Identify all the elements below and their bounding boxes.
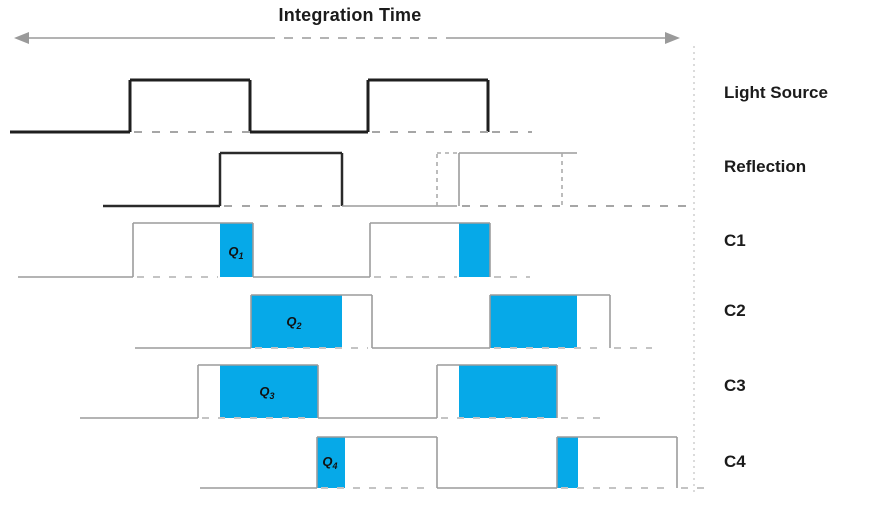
row-label-c1: C1 xyxy=(724,231,746,250)
charge-fill xyxy=(220,223,253,277)
row-label-reflection: Reflection xyxy=(724,157,807,176)
charge-fill xyxy=(251,295,342,348)
charge-fill xyxy=(459,365,557,418)
charge-fill xyxy=(459,223,490,277)
charge-label-q2: Q2 xyxy=(286,314,301,331)
arrowhead-icon xyxy=(665,32,680,44)
arrowhead-icon xyxy=(14,32,29,44)
charge-label-q3: Q3 xyxy=(259,384,274,401)
charge-fill xyxy=(557,437,578,488)
row-label-c2: C2 xyxy=(724,301,746,320)
charge-fill xyxy=(490,295,577,348)
charge-label-q4: Q4 xyxy=(322,454,337,471)
row-label-c3: C3 xyxy=(724,376,746,395)
charge-label-q1: Q1 xyxy=(228,244,243,261)
integration-time-label: Integration Time xyxy=(278,5,422,25)
row-label-c4: C4 xyxy=(724,452,746,471)
row-label-light-source: Light Source xyxy=(724,83,828,102)
charge-fill xyxy=(317,437,345,488)
charge-fill xyxy=(220,365,318,418)
